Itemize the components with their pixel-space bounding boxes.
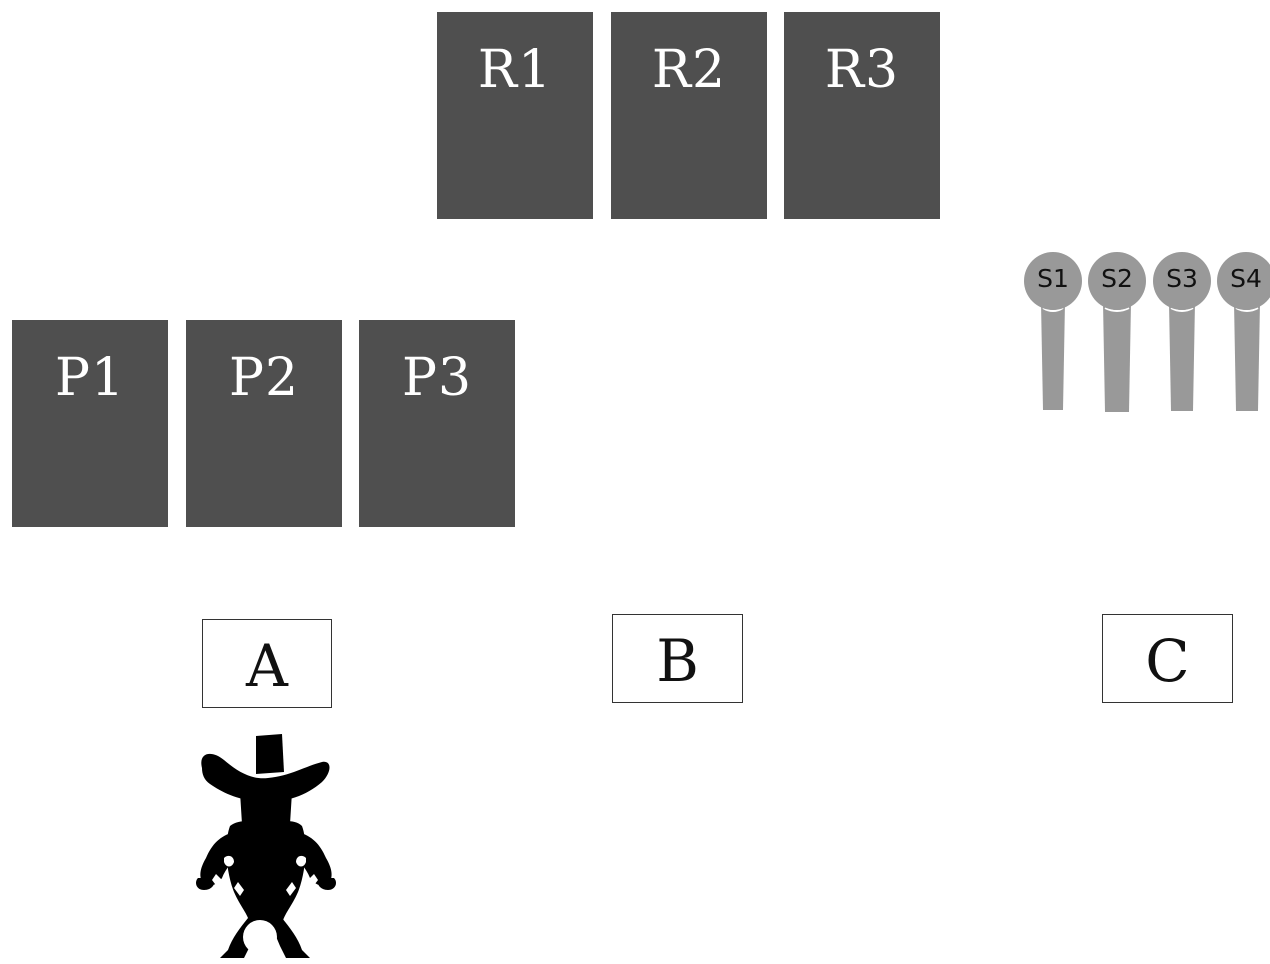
card-p1[interactable]: P1: [12, 320, 168, 527]
slot-s2[interactable]: S2: [1087, 252, 1147, 412]
card-p2[interactable]: P2: [186, 320, 342, 527]
target-a[interactable]: A: [202, 619, 332, 708]
target-c[interactable]: C: [1102, 614, 1233, 703]
card-r2[interactable]: R2: [611, 12, 767, 219]
slot-s3[interactable]: S3: [1152, 252, 1212, 412]
target-a-label: A: [246, 632, 288, 700]
card-r1-label: R1: [478, 44, 552, 96]
card-p2-label: P2: [229, 352, 299, 404]
card-r3[interactable]: R3: [784, 12, 940, 219]
card-r2-label: R2: [652, 44, 726, 96]
cowboy-silhouette-icon: [194, 732, 336, 960]
character[interactable]: [194, 732, 336, 960]
target-c-label: C: [1145, 627, 1189, 695]
slot-s1[interactable]: S1: [1023, 252, 1083, 412]
card-p1-label: P1: [55, 352, 125, 404]
slot-s3-label: S3: [1152, 266, 1212, 291]
target-b[interactable]: B: [612, 614, 743, 703]
slot-s1-label: S1: [1023, 266, 1083, 291]
slot-s4-label: S4: [1216, 266, 1270, 291]
card-p3[interactable]: P3: [359, 320, 515, 527]
card-p3-label: P3: [402, 352, 472, 404]
target-b-label: B: [656, 627, 699, 695]
slot-s4[interactable]: S4: [1216, 252, 1270, 412]
card-r1[interactable]: R1: [437, 12, 593, 219]
card-r3-label: R3: [825, 44, 899, 96]
slot-s2-label: S2: [1087, 266, 1147, 291]
